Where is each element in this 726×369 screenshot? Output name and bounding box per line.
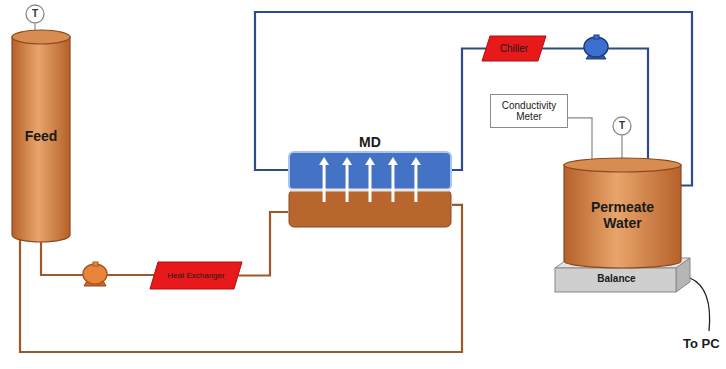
sensor-wire xyxy=(621,136,622,159)
node-text: T xyxy=(32,8,38,20)
permeate-pipe xyxy=(452,49,486,171)
node-label: T xyxy=(32,8,38,20)
node-label: Permeate Water xyxy=(572,199,673,231)
node-text: Heat Exchanger xyxy=(167,271,224,280)
node-label: MD xyxy=(359,134,381,150)
feed-pipe xyxy=(238,212,288,276)
sensor-wire xyxy=(568,118,592,161)
node-text: Conductivity Meter xyxy=(495,100,563,123)
chiller: Chiller xyxy=(482,36,546,61)
sensor-wire xyxy=(34,24,35,30)
node-label: Chiller xyxy=(500,43,528,55)
node-label: Conductivity Meter xyxy=(495,100,563,123)
permeate-tank: Permeate Water xyxy=(564,158,681,268)
node-text: Balance xyxy=(597,273,635,285)
node-label: Heat Exchanger xyxy=(167,271,224,280)
node-text: MD xyxy=(359,134,381,152)
output-label: To PC xyxy=(683,336,720,351)
node-label: Balance xyxy=(597,273,635,285)
temperature-gauge: T xyxy=(25,4,45,24)
pc-cable xyxy=(690,278,710,331)
permeate-pump xyxy=(584,35,608,59)
node-text: Feed xyxy=(25,128,58,144)
node-text: Chiller xyxy=(500,43,528,55)
heat-exchanger: Heat Exchanger xyxy=(150,262,242,289)
node-text: T xyxy=(619,120,625,132)
temperature-gauge: T xyxy=(612,116,632,136)
feed-tank: Feed xyxy=(12,30,70,242)
conductivity-meter: Conductivity Meter xyxy=(490,94,568,128)
node-label: Feed xyxy=(25,128,58,144)
membrane-module: MD xyxy=(288,134,452,228)
node-text: Permeate Water xyxy=(572,199,673,231)
feed-pump xyxy=(83,262,107,286)
node-label: T xyxy=(619,120,625,132)
